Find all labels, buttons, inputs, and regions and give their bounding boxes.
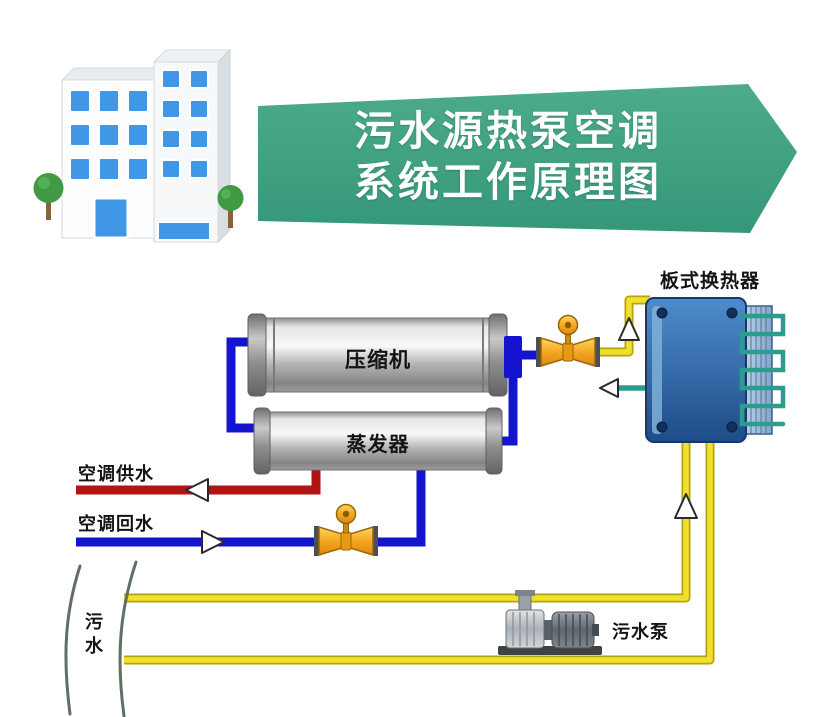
compressor-unit xyxy=(247,313,508,397)
valve-bottom xyxy=(313,503,379,557)
pipe-sewage-return xyxy=(124,442,715,665)
page-title-line2: 系统工作原理图 xyxy=(354,159,662,206)
plate-heat-exchanger xyxy=(645,297,786,443)
tree-icon-left xyxy=(33,173,64,220)
ac-supply-label: 空调供水 xyxy=(78,464,154,484)
building-windows-left xyxy=(69,89,149,181)
sewage-label: 污水 xyxy=(83,612,103,660)
exchanger-coil-serpentine xyxy=(739,313,786,427)
evaporator-unit xyxy=(253,407,503,475)
pump-coupling xyxy=(544,620,552,640)
pipe-hot-supply-yellow xyxy=(594,295,650,357)
sewage-river xyxy=(64,560,138,717)
building-windows-right xyxy=(157,69,211,241)
building-door xyxy=(92,196,130,240)
evaporator-label: 蒸发器 xyxy=(346,434,410,456)
page-title-line1: 污水源热泵空调 xyxy=(354,108,662,154)
tree-icon-right xyxy=(217,185,244,228)
pipe-ac-return xyxy=(76,458,426,547)
flow-arrow-exchanger-inlet-up xyxy=(618,317,640,341)
compressor-outlet-flange xyxy=(504,336,522,378)
building-illustration xyxy=(33,48,244,244)
flow-arrow-ac-return-right xyxy=(201,530,225,554)
sewage-pump-label: 污水泵 xyxy=(612,622,669,642)
page-title: 污水源热泵空调 系统工作原理图 xyxy=(292,106,724,209)
flow-arrow-ac-supply-left xyxy=(185,478,209,502)
flow-arrow-condenser-return-left xyxy=(599,378,619,398)
pump-top-pipe xyxy=(518,593,532,613)
pipe-blue-left-loop xyxy=(226,337,262,433)
title-banner-ribbon xyxy=(258,84,797,233)
heat-exchanger-label: 板式换热器 xyxy=(659,271,760,292)
sewage-pump-unit xyxy=(498,590,602,655)
ac-return-label: 空调回水 xyxy=(78,514,154,534)
compressor-label: 压缩机 xyxy=(345,349,411,372)
pump-body xyxy=(505,609,545,649)
valve-top xyxy=(535,314,601,368)
flow-arrow-sewage-riser-up xyxy=(674,493,698,519)
